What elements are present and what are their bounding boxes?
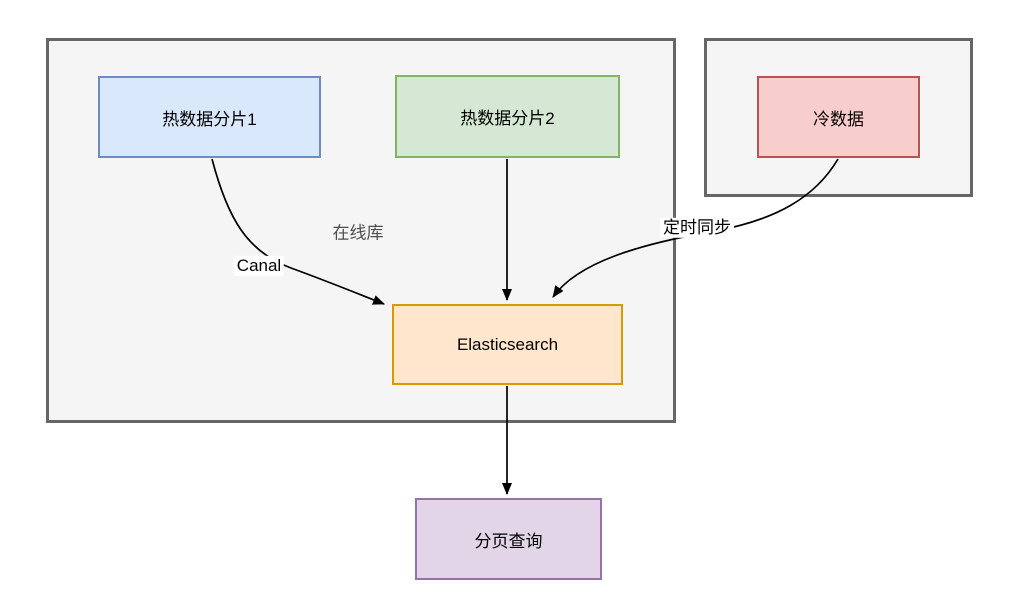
group-online-db-label: 在线库	[332, 223, 384, 243]
node-elasticsearch-label: Elasticsearch	[456, 334, 559, 354]
node-cold-data: 冷数据	[757, 76, 920, 158]
node-paged-query: 分页查询	[415, 498, 602, 580]
node-hot-shard-2: 热数据分片2	[395, 75, 620, 158]
node-hot-shard-2-label: 热数据分片2	[460, 109, 555, 128]
edge-canal-label: Canal	[233, 255, 285, 277]
node-hot-shard-1-label: 热数据分片1	[162, 109, 257, 129]
node-elasticsearch: Elasticsearch	[392, 304, 623, 385]
node-hot-shard-1: 热数据分片1	[98, 76, 321, 158]
node-cold-data-label: 冷数据	[813, 109, 864, 129]
node-paged-query-label: 分页查询	[474, 531, 543, 551]
edge-scheduled-sync-label: 定时同步	[660, 217, 734, 239]
